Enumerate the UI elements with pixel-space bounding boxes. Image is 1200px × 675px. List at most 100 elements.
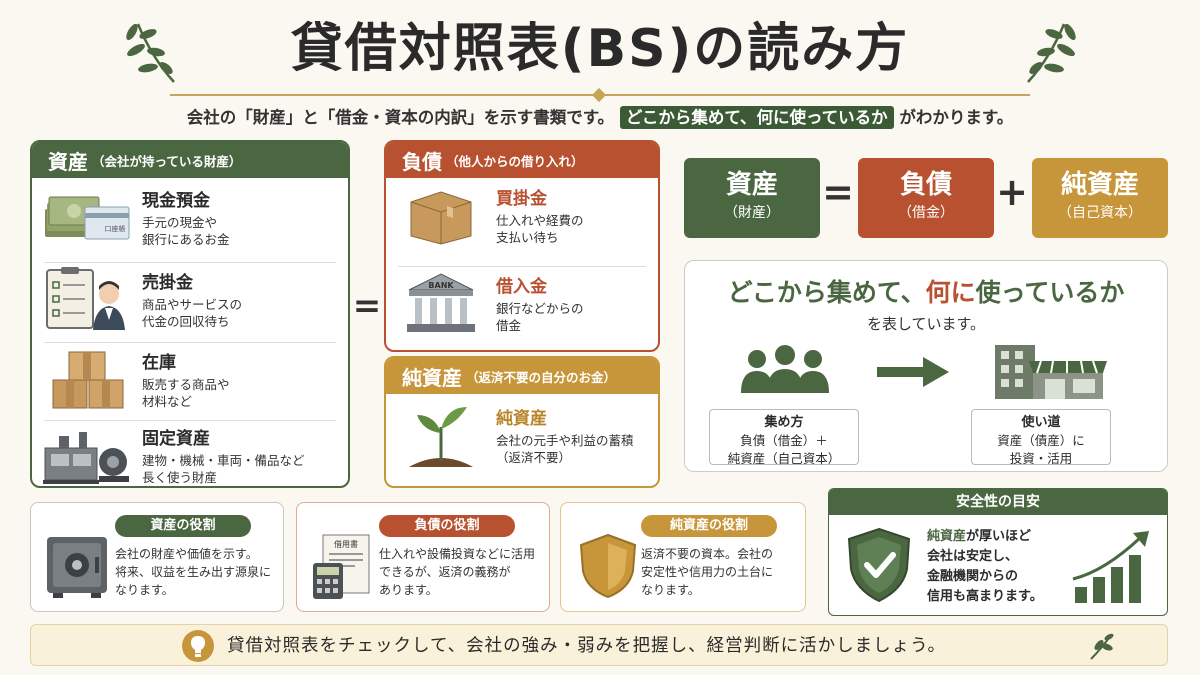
- safety-text: 純資産が厚いほど 会社は安定し、 金融機関からの 信用も高まります。: [927, 527, 1043, 607]
- asset-item-title: 売掛金: [142, 273, 193, 293]
- leaf-icon: [1090, 633, 1114, 660]
- passbook-label: 口座帳: [105, 224, 126, 233]
- divider: [44, 262, 336, 263]
- liabilities-card-header: 負債 （他人からの借り入れ）: [386, 142, 658, 178]
- liability-item-loan: BANK 借入金 銀行などからの 借金: [386, 270, 658, 336]
- role-line: あります。: [379, 583, 438, 597]
- equity-item-desc: （返済不要）: [496, 450, 572, 465]
- equals-sign: =: [352, 286, 382, 326]
- asset-item-desc: 建物・機械・車両・備品など: [142, 453, 305, 468]
- equation-equity-box: 純資産 （自己資本）: [1032, 158, 1168, 238]
- asset-item-inventory: 在庫 販売する商品や 材料など: [32, 346, 348, 412]
- role-line: 安定性や信用力の土台に: [641, 565, 774, 579]
- equation-equity-sub: （自己資本）: [1058, 205, 1142, 221]
- subtitle-highlight: どこから集めて、何に使っているか: [619, 106, 894, 129]
- liabilities-role-card: 借用書 負債の役割 仕入れや設備投資などに活用 できるが、返済の義務が あります…: [296, 502, 550, 612]
- asset-item-desc: 商品やサービスの: [142, 297, 243, 312]
- equation-plus: +: [996, 170, 1028, 214]
- where-title-b: 何に: [925, 278, 976, 307]
- equation-liabilities-box: 負債 （借金）: [858, 158, 994, 238]
- collect-line: 負債（借金）＋: [740, 433, 828, 448]
- asset-item-receivable: 売掛金 商品やサービスの 代金の回収待ち: [32, 266, 348, 332]
- equity-item: 純資産 会社の元手や利益の蓄積 （返済不要）: [386, 402, 658, 468]
- equity-card: 純資産 （返済不要の自分のお金） 純資産 会社の元手や利益の蓄積 （返済不要）: [384, 356, 660, 488]
- equity-card-subtitle: （返済不要の自分のお金）: [466, 369, 617, 385]
- assets-role-card: 資産の役割 会社の財産や価値を示す。 将来、収益を生み出す源泉に なります。: [30, 502, 284, 612]
- role-line: 返済不要の資本。会社の: [641, 547, 774, 561]
- equity-item-desc: 会社の元手や利益の蓄積: [496, 433, 634, 448]
- liabilities-role-text: 仕入れや設備投資などに活用 できるが、返済の義務が あります。: [379, 545, 535, 599]
- asset-item-cash: 口座帳 現金預金 手元の現金や 銀行にあるお金: [32, 184, 348, 250]
- subtitle: 会社の「財産」と「借金・資本の内訳」を示す書類です。 どこから集めて、何に使って…: [0, 104, 1200, 132]
- role-line: 仕入れや設備投資などに活用: [379, 547, 536, 561]
- role-line: 将来、収益を生み出す源泉に: [115, 565, 272, 579]
- safety-line: 信用も高まります。: [927, 589, 1043, 604]
- divider: [398, 266, 646, 267]
- assets-card-title: 資産: [48, 149, 88, 174]
- asset-item-title: 固定資産: [142, 429, 210, 449]
- equation-liabilities-sub: （借金）: [898, 205, 954, 221]
- sprout-icon: [409, 407, 473, 467]
- shield-icon: [579, 533, 637, 599]
- divider: [44, 420, 336, 421]
- subtitle-after: がわかります。: [899, 108, 1014, 127]
- liability-item-desc: 銀行などからの: [496, 301, 584, 316]
- where-panel: どこから集めて、何に使っているか を表しています。 集め方 負債（借金）＋ 純資…: [684, 260, 1168, 472]
- growth-chart-icon: [1072, 531, 1149, 603]
- role-line: 会社の財産や価値を示す。: [115, 547, 258, 561]
- where-title-a: どこから集めて、: [727, 278, 926, 307]
- subtitle-before: 会社の「財産」と「借金・資本の内訳」を示す書類です。: [186, 108, 615, 127]
- collect-heading: 集め方: [764, 415, 804, 430]
- equity-role-card: 純資産の役割 返済不要の資本。会社の 安定性や信用力の土台に なります。: [560, 502, 806, 612]
- liability-item-payable: 買掛金 仕入れや経費の 支払い待ち: [386, 182, 658, 248]
- asset-item-desc: 代金の回収待ち: [142, 314, 230, 329]
- equity-card-title: 純資産: [402, 365, 462, 390]
- safety-line: が厚いほど: [966, 529, 1032, 544]
- bank-icon: BANK: [407, 273, 475, 332]
- usage-line: 資産（債産）に: [997, 433, 1085, 448]
- asset-item-desc: 長く使う財産: [142, 470, 218, 485]
- safety-line: 金融機関からの: [927, 569, 1019, 584]
- assets-card-header: 資産 （会社が持っている財産）: [32, 142, 348, 178]
- liabilities-card: 負債 （他人からの借り入れ） 買掛金 仕入れや経費の 支払い待ち BANK: [384, 140, 660, 352]
- title-area: 貸借対照表(BS)の読み方: [0, 6, 1200, 92]
- equation-equals: =: [822, 170, 854, 214]
- asset-item-title: 現金預金: [142, 191, 210, 211]
- equation-liabilities-title: 負債: [899, 170, 952, 200]
- where-subtitle: を表しています。: [866, 315, 986, 333]
- usage-box: 使い道 資産（債産）に 投資・活用: [971, 409, 1111, 466]
- asset-item-desc: 材料など: [142, 394, 193, 409]
- liabilities-card-subtitle: （他人からの借り入れ）: [446, 153, 584, 169]
- machine-icon: [43, 432, 129, 484]
- assets-role-text: 会社の財産や価値を示す。 将来、収益を生み出す源泉に なります。: [115, 545, 271, 599]
- building-store-icon: [995, 345, 1107, 399]
- safe-icon: [47, 537, 107, 598]
- bank-label: BANK: [428, 281, 454, 290]
- where-title: どこから集めて、何に使っているか: [685, 273, 1167, 309]
- laurel-left-icon: [126, 23, 175, 83]
- footer-text: 貸借対照表をチェックして、会社の強み・弱みを把握し、経営判断に活かしましょう。: [227, 636, 947, 656]
- check-shield-icon: [847, 527, 911, 603]
- liability-item-title: 借入金: [496, 277, 547, 297]
- box-icon: [410, 191, 472, 245]
- where-title-c: 使っているか: [975, 278, 1125, 307]
- usage-line: 投資・活用: [1009, 451, 1073, 466]
- safety-card: 安全性の目安 純資産が厚いほど 会社は安定し、 金融機関からの 信用も高まります…: [828, 488, 1168, 616]
- equity-item-title: 純資産: [496, 409, 547, 429]
- role-line: なります。: [115, 583, 174, 597]
- equation-equity-title: 純資産: [1060, 170, 1139, 200]
- collect-method-box: 集め方 負債（借金）＋ 純資産（自己資本）: [709, 409, 859, 466]
- asset-item-desc: 販売する商品や: [142, 377, 230, 392]
- page-title: 貸借対照表(BS)の読み方: [290, 19, 910, 79]
- liability-item-desc: 支払い待ち: [496, 230, 559, 245]
- equation-assets-title: 資産: [725, 170, 778, 200]
- equation-assets-box: 資産 （財産）: [684, 158, 820, 238]
- safety-line: 会社は安定し、: [927, 549, 1019, 564]
- liability-item-desc: 借金: [496, 318, 522, 333]
- laurel-right-icon: [1027, 23, 1076, 83]
- assets-card-subtitle: （会社が持っている財産）: [92, 153, 242, 169]
- equity-role-title: 純資産の役割: [641, 515, 777, 537]
- loan-document-calculator-icon: 借用書: [313, 534, 370, 599]
- asset-item-fixed: 固定資産 建物・機械・車両・備品など 長く使う財産: [32, 422, 348, 486]
- lightbulb-icon: [182, 630, 214, 662]
